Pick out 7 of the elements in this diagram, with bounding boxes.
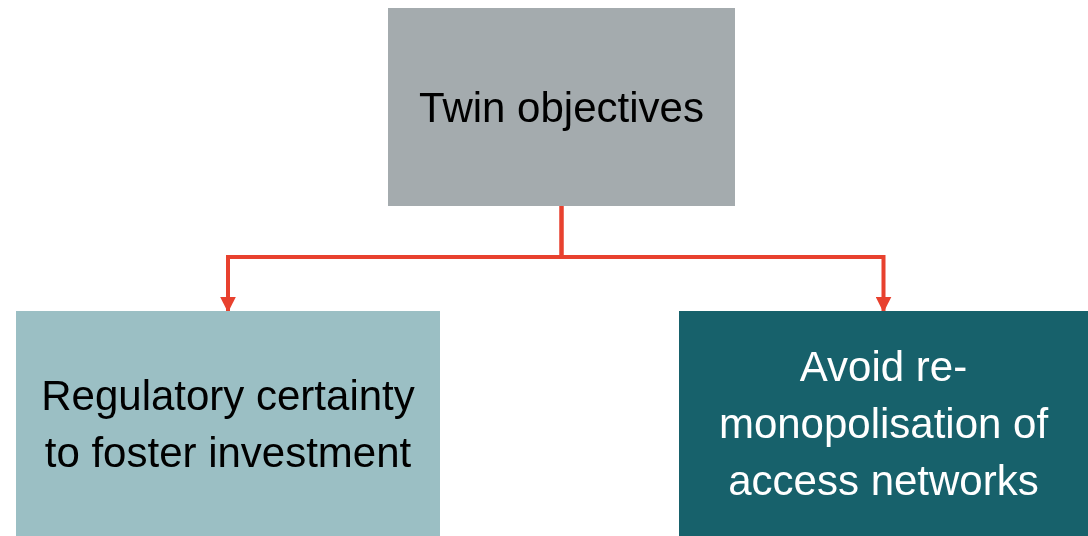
box-label: Avoid re- monopolisation of access networks <box>717 342 1050 506</box>
box-label: Regulatory certainty to foster investment <box>40 370 416 478</box>
arrow <box>559 206 892 313</box>
process-box <box>388 8 735 206</box>
process-box <box>679 311 1088 536</box>
box-label: Twin objectives <box>419 82 704 133</box>
process-box <box>16 311 440 536</box>
